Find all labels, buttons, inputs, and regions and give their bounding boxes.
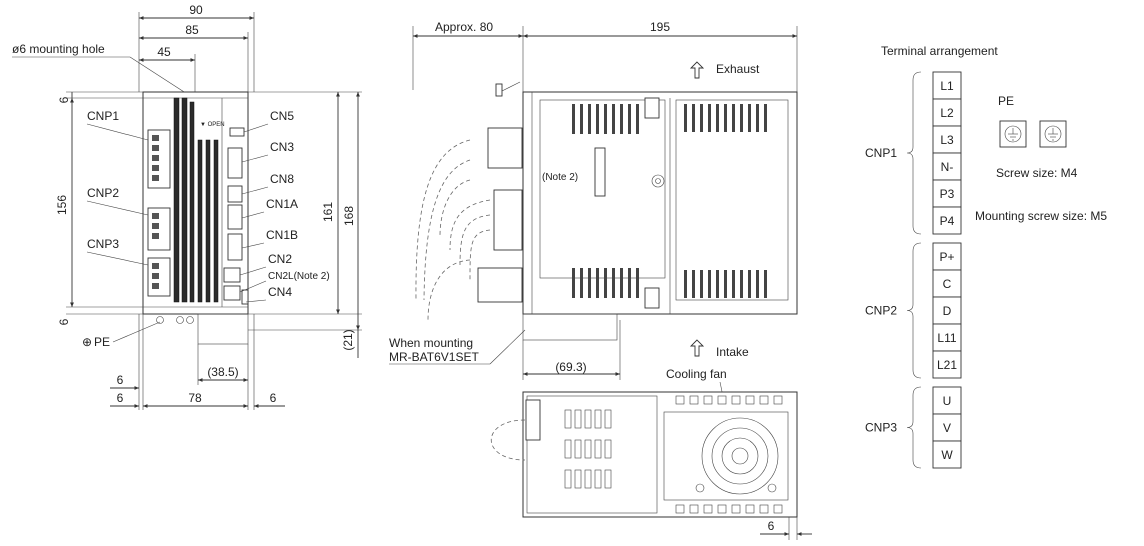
terminal-pin-label: U [943, 394, 952, 408]
terminal-pin-label: N- [941, 160, 954, 174]
group-brace [906, 386, 922, 469]
dim-approx-80: Approx. 80 [435, 20, 493, 34]
terminal-pin-box [932, 242, 962, 271]
terminal-pin-label: V [943, 421, 951, 435]
terminal-group-label: CNP2 [865, 304, 897, 318]
terminal-pin-label: W [941, 448, 953, 462]
terminal-pin-label: P3 [940, 187, 955, 201]
terminal-pin-box [932, 413, 962, 442]
dim-45: 45 [157, 45, 171, 59]
terminal-pin-box [932, 125, 962, 154]
label-when-mounting: When mounting [389, 336, 473, 350]
terminal-pin-box [932, 269, 962, 298]
label-mounting-screw-size: Mounting screw size: M5 [975, 209, 1107, 223]
bottom-view: 6 [490, 391, 812, 540]
terminal-pin-box [932, 296, 962, 325]
terminal-pin-label: C [943, 277, 952, 291]
dim-6-left2: 6 [117, 391, 124, 405]
terminal-pin-label: P+ [939, 250, 954, 264]
group-brace [906, 71, 922, 235]
exhaust-arrow-icon [689, 61, 705, 79]
label-pe-terminal: PE [998, 94, 1014, 108]
pe-terminal-2 [1039, 120, 1067, 148]
dim-6-right: 6 [270, 391, 277, 405]
dim-6-left: 6 [117, 373, 124, 387]
dim-6-bottom-view: 6 [768, 519, 775, 533]
label-cnp3: CNP3 [87, 237, 119, 251]
terminal-pin-box [932, 350, 962, 379]
side-body [522, 91, 798, 315]
label-cn4: CN4 [268, 285, 292, 299]
terminal-pin-label: L11 [937, 331, 956, 345]
dim-38-5: (38.5) [207, 365, 238, 379]
dim-6-top: 6 [57, 96, 71, 103]
label-cn5: CN5 [270, 109, 294, 123]
terminal-pin-box [932, 440, 962, 469]
dim-156: 156 [55, 195, 69, 215]
dim-69-3: (69.3) [555, 360, 586, 374]
front-view: 90 85 45 ø6 mounting hole ▼ OPEN [12, 3, 362, 410]
side-view: Approx. 80 195 Exhaust [389, 20, 798, 431]
label-cooling-fan: Cooling fan [666, 367, 727, 381]
terminal-pin-box [932, 71, 962, 100]
terminal-pin-label: D [943, 304, 952, 318]
group-brace [906, 242, 922, 379]
label-cn1a: CN1A [266, 197, 298, 211]
mounting-hole-label: ø6 mounting hole [12, 42, 105, 56]
label-cn1b: CN1B [266, 228, 298, 242]
label-cn2l: CN2L(Note 2) [268, 271, 330, 282]
dim-21: (21) [341, 329, 355, 350]
label-cn8: CN8 [270, 172, 294, 186]
label-pe: PE [94, 335, 110, 349]
label-note2: (Note 2) [542, 172, 578, 183]
dim-90: 90 [189, 3, 203, 17]
dim-168: 168 [342, 206, 356, 226]
terminal-pin-label: L3 [940, 133, 954, 147]
terminal-pin-label: P4 [940, 214, 955, 228]
svg-text:▼ OPEN: ▼ OPEN [200, 122, 225, 128]
intake-arrow-icon [689, 339, 705, 357]
dim-195: 195 [650, 20, 670, 34]
cooling-fan [663, 411, 789, 501]
label-exhaust: Exhaust [716, 62, 760, 76]
label-cnp2: CNP2 [87, 186, 119, 200]
terminal-pin-label: L21 [937, 358, 957, 372]
label-intake: Intake [716, 345, 749, 359]
terminal-pin-box [932, 152, 962, 181]
ground-icon [1004, 125, 1022, 143]
terminal-title: Terminal arrangement [881, 44, 998, 58]
ground-icon [1044, 125, 1062, 143]
dim-78: 78 [188, 391, 202, 405]
label-cnp1: CNP1 [87, 109, 119, 123]
terminal-group-label: CNP1 [865, 146, 897, 160]
label-battery-model: MR-BAT6V1SET [389, 350, 479, 364]
cable-bundle [415, 139, 491, 321]
dim-85: 85 [185, 23, 199, 37]
terminal-pin-box [932, 206, 962, 235]
bottom-body [522, 391, 798, 518]
label-cn3: CN3 [270, 140, 294, 154]
label-cn2: CN2 [268, 252, 292, 266]
terminal-pin-label: L2 [940, 106, 954, 120]
terminal-pin-label: L1 [940, 79, 954, 93]
label-pe-front: ⊕ [82, 335, 92, 349]
dim-161: 161 [321, 202, 335, 222]
label-screw-size: Screw size: M4 [996, 166, 1078, 180]
dim-6-bottom: 6 [57, 318, 71, 325]
terminal-group-label: CNP3 [865, 421, 897, 435]
